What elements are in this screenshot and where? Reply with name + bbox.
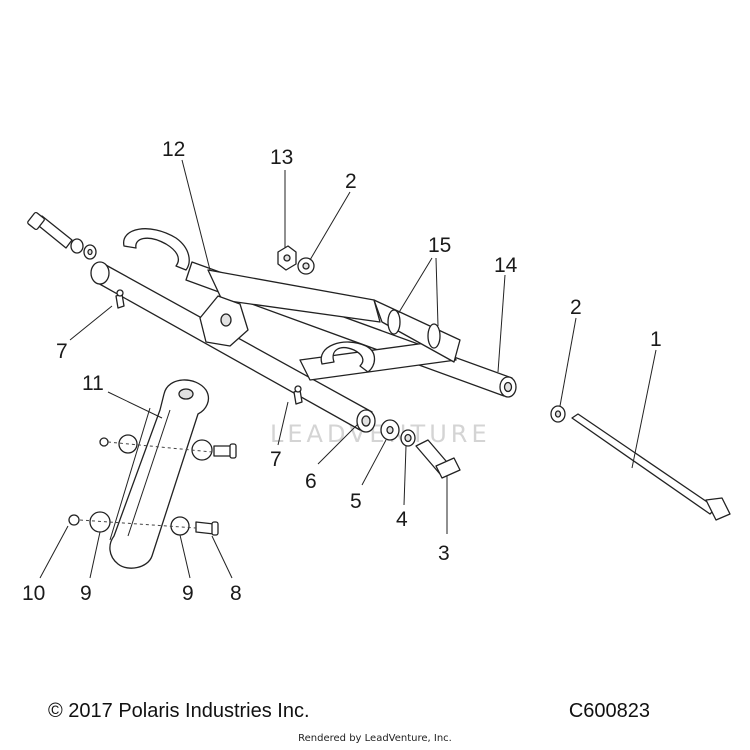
callout-9-right: 9 (182, 582, 194, 605)
part-swing-arm-center-bracket (199, 295, 249, 347)
callout-15: 15 (428, 234, 451, 257)
callout-10: 10 (22, 582, 45, 605)
callout-9-left: 9 (80, 582, 92, 605)
watermark-logo: LEADVENTURE (270, 420, 491, 448)
part-4-washer (400, 429, 416, 447)
part-13-nut (277, 245, 297, 271)
callout-14: 14 (494, 254, 518, 277)
part-11-link-plate (109, 379, 210, 569)
callout-2-right: 2 (570, 296, 582, 319)
part-10-nut-upper (99, 437, 109, 447)
callout-6: 6 (305, 470, 317, 493)
callout-7-left: 7 (56, 340, 68, 363)
callout-12: 12 (162, 138, 185, 161)
callout-11: 11 (82, 372, 104, 395)
callout-4: 4 (396, 508, 408, 531)
part-swing-arm-handle-left (123, 228, 190, 271)
part-1-long-bolt (571, 413, 731, 521)
part-9-washer-upper-right (191, 439, 213, 461)
part-12-bolt (27, 211, 73, 249)
callout-2-top: 2 (345, 170, 357, 193)
hardware-axis-lower (79, 519, 197, 529)
part-7-grease-fitting-b (293, 385, 303, 405)
callout-13: 13 (270, 146, 293, 169)
part-6-swing-arm-front-tube (90, 261, 376, 433)
part-swing-arm-handle-right (320, 341, 376, 373)
part-10-nut-lower (68, 514, 80, 526)
callout-8: 8 (230, 582, 242, 605)
part-9-washer-lower-left (89, 511, 111, 533)
part-15-rings (387, 309, 441, 349)
callout-7-center: 7 (270, 448, 282, 471)
part-9-washer-lower-right (170, 516, 190, 536)
part-7-grease-fitting-a (115, 289, 125, 309)
part-5-washer (380, 419, 400, 441)
callout-5: 5 (350, 490, 362, 513)
part-8-bolt-lower (195, 521, 219, 536)
diagram-code: C600823 (568, 700, 650, 722)
part-washer-top-left (70, 238, 97, 260)
copyright-text: © 2017 Polaris Industries Inc. (48, 700, 310, 722)
part-2-washer-top (297, 257, 315, 275)
callout-1: 1 (650, 328, 662, 351)
part-3-bolt (415, 439, 461, 479)
part-2-washer-right (550, 405, 566, 423)
leader-lines (39, 159, 657, 579)
part-8-bolt-upper (213, 443, 237, 459)
rendered-by-text: Rendered by LeadVenture, Inc. (298, 733, 452, 744)
callout-3: 3 (438, 542, 450, 565)
